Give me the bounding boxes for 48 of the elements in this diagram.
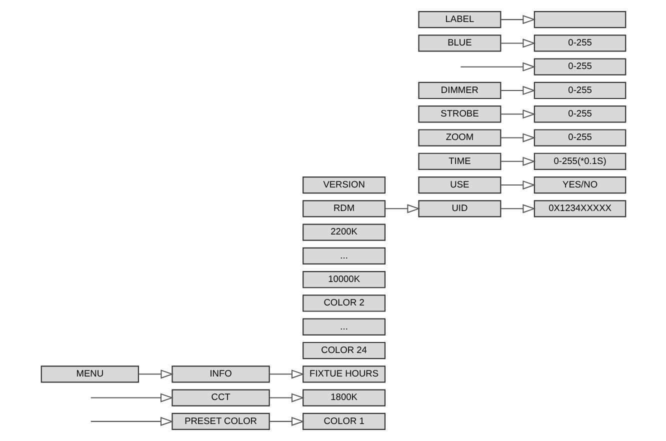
arrow (500, 15, 536, 24)
node-box: ZOOM (418, 129, 501, 146)
node-box: 0-255 (533, 82, 626, 100)
node-box: INFO (171, 366, 270, 383)
arrow (90, 416, 173, 426)
node-box: MENU (40, 366, 139, 383)
arrow (500, 204, 536, 214)
node-box: TIME (418, 152, 501, 170)
node-box: 1800K (302, 389, 386, 406)
node-box: 0-255 (533, 58, 626, 76)
node-box: DIMMER (418, 82, 501, 100)
node-box: ... (302, 247, 386, 265)
arrow (90, 393, 173, 402)
arrow (269, 416, 304, 426)
node-box: RDM (302, 200, 386, 218)
arrow (269, 393, 304, 402)
node-box (533, 10, 626, 28)
node-box: COLOR 1 (302, 412, 386, 430)
node-box: 0-255 (533, 34, 626, 52)
arrow (500, 38, 536, 48)
node-box: 0-255 (533, 129, 626, 146)
arrow (500, 110, 536, 119)
node-box: YES/NO (533, 176, 626, 194)
node-box: ... (302, 318, 386, 336)
node-box: 0-255 (533, 106, 626, 123)
node-box: COLOR 2 (302, 294, 386, 312)
arrow (500, 133, 536, 142)
node-box: UID (418, 200, 501, 218)
node-box: LABEL (418, 10, 501, 28)
arrow (384, 204, 420, 214)
node-box: 0-255(*0.1S) (533, 152, 626, 170)
arrow (500, 180, 536, 190)
node-box: USE (418, 176, 501, 194)
node-box: 2200K (302, 224, 386, 241)
arrow (269, 370, 304, 379)
arrow (138, 370, 174, 379)
arrow (460, 62, 536, 72)
arrow (500, 156, 536, 166)
node-box: COLOR 24 (302, 342, 386, 360)
node-box: 10000K (302, 271, 386, 288)
node-box: STROBE (418, 106, 501, 123)
arrow (500, 86, 536, 96)
node-box: PRESET COLOR (171, 412, 270, 430)
node-box: BLUE (418, 34, 501, 52)
node-box: 0X1234XXXXX (533, 200, 626, 218)
node-box: FIXTUE HOURS (302, 366, 386, 383)
node-box: CCT (171, 389, 270, 406)
node-box: VERSION (302, 176, 386, 194)
